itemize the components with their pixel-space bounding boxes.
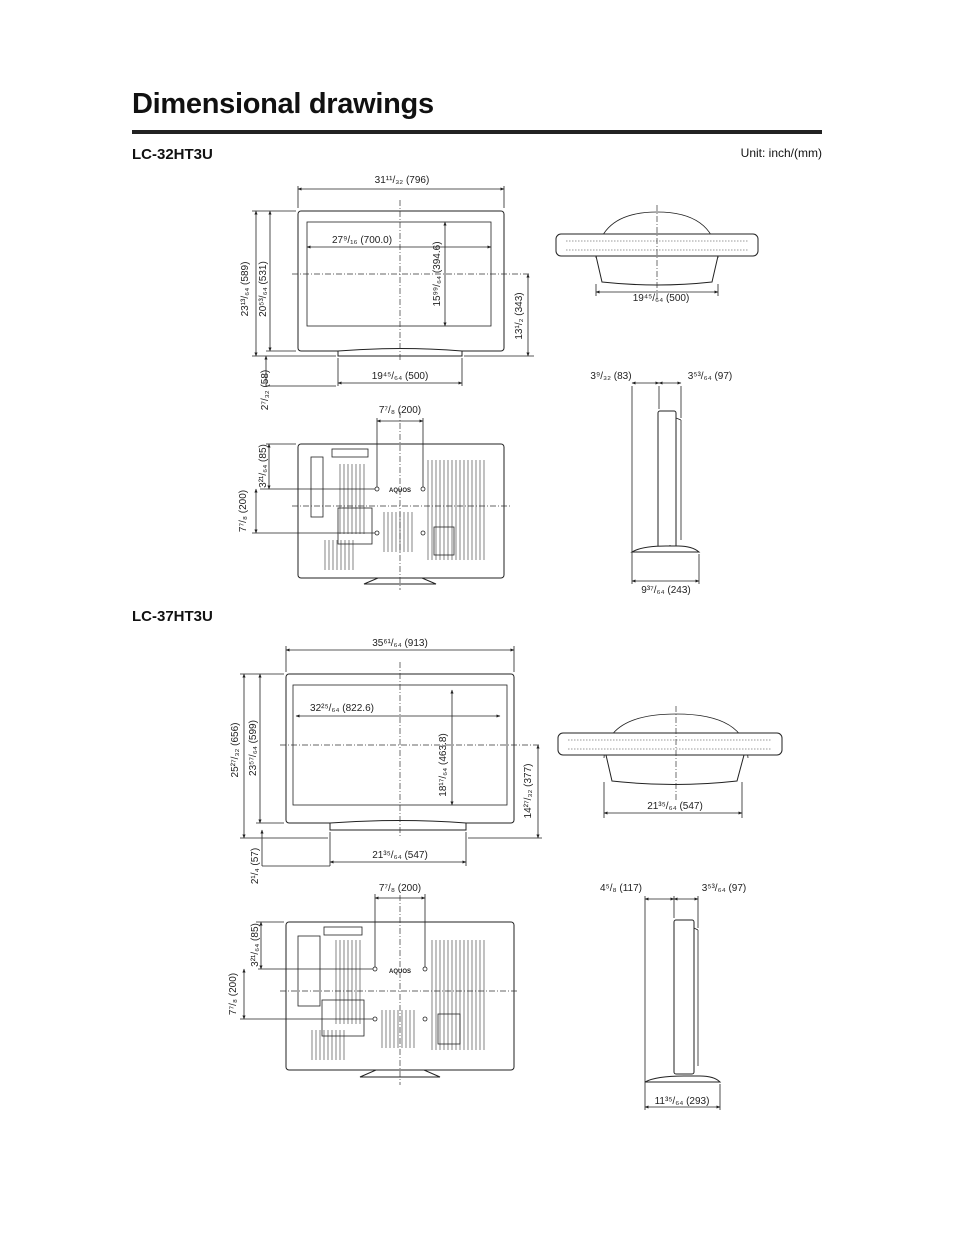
dim-screen-height-37: 18¹⁷/₆₄ (463.8) xyxy=(438,733,449,796)
dim-total-height-37: 25²⁷/₃₂ (656) xyxy=(230,723,241,778)
dim-stand-width-37: 21³⁵/₆₄ (547) xyxy=(372,850,428,861)
dim-vesa-top-32: 3²¹/₆₄ (85) xyxy=(258,444,269,488)
dim-vesa-height-32: 7⁷/₈ (200) xyxy=(238,490,249,532)
dim-stand-depth-37: 11³⁵/₆₄ (293) xyxy=(655,1096,710,1107)
dim-vesa-width-32: 7⁷/₈ (200) xyxy=(379,405,421,416)
dim-total-height-32: 23¹³/₆₄ (589) xyxy=(240,262,251,317)
dim-center-height-32: 13¹/₂ (343) xyxy=(514,292,525,339)
dim-vesa-top-37: 3²¹/₆₄ (85) xyxy=(250,923,261,967)
model-title-37: LC-37HT3U xyxy=(132,608,213,625)
dim-side-depth-a-37: 4⁵/₈ (117) xyxy=(600,883,642,894)
dim-side-depth-a-32: 3⁹/₃₂ (83) xyxy=(590,371,631,382)
dim-vesa-width-37: 7⁷/₈ (200) xyxy=(379,883,421,894)
dim-panel-height-32: 20⁵³/₆₄ (531) xyxy=(258,261,269,317)
unit-note: Unit: inch/(mm) xyxy=(740,146,822,160)
side-view-32: 3⁹/₃₂ (83) 3⁵³/₆₄ (97) 9³⁷/₆₄ (243) xyxy=(590,371,732,596)
rear-view-37: AQUOS 7⁷/₈ (200) 3²¹/₆₄ (85) 7⁷/₈ (200) xyxy=(228,883,518,1085)
dim-screen-width-32: 27⁹/₁₆ (700.0) xyxy=(332,235,392,246)
dim-screen-width-37: 32²⁵/₆₄ (822.6) xyxy=(310,703,374,714)
dim-top-stand-width-32: 19⁴⁵/₆₄ (500) xyxy=(633,293,690,304)
dim-side-depth-b-37: 3⁵³/₆₄ (97) xyxy=(702,883,747,894)
dim-center-height-37: 14²⁷/₃₂ (377) xyxy=(523,764,534,819)
side-view-37: 4⁵/₈ (117) 3⁵³/₆₄ (97) 11³⁵/₆₄ (293) xyxy=(600,883,746,1110)
dim-stand-width-32: 19⁴⁵/₆₄ (500) xyxy=(372,371,429,382)
front-view-32: 31¹¹/₃₂ (796) 27⁹/₁₆ (700.0) 15⁹⁹/₆₄ (39… xyxy=(240,175,534,410)
dim-top-stand-width-37: 21³⁵/₆₄ (547) xyxy=(647,801,703,812)
rear-view-32: AQUOS 7⁷/₈ (200) 3²¹/₆₄ (85) 7⁷/₈ (200) xyxy=(238,405,510,590)
top-view-32: 19⁴⁵/₆₄ (500) xyxy=(555,205,759,304)
dim-width-37: 35⁶¹/₆₄ (913) xyxy=(372,638,428,649)
dim-width-32: 31¹¹/₃₂ (796) xyxy=(375,175,430,186)
dim-side-depth-b-32: 3⁵³/₆₄ (97) xyxy=(688,371,733,382)
front-view-37: 35⁶¹/₆₄ (913) 32²⁵/₆₄ (822.6) 18¹⁷/₆₄ (4… xyxy=(230,638,542,884)
dim-vesa-height-37: 7⁷/₈ (200) xyxy=(228,973,239,1015)
dim-screen-height-32: 15⁹⁹/₆₄ (394.6) xyxy=(432,241,443,306)
top-view-37: 21³⁵/₆₄ (547) xyxy=(557,706,783,818)
dim-stand-depth-32: 9³⁷/₆₄ (243) xyxy=(641,585,691,596)
dim-panel-height-37: 23⁵⁷/₆₄ (599) xyxy=(248,720,259,776)
page-title: Dimensional drawings xyxy=(132,88,434,120)
title-rule xyxy=(132,130,822,134)
dim-stand-clearance-37: 2¹/₄ (57) xyxy=(250,848,261,884)
model-title-32: LC-32HT3U xyxy=(132,146,213,163)
dim-stand-clearance-32: 2⁷/₃₂ (58) xyxy=(260,370,271,410)
